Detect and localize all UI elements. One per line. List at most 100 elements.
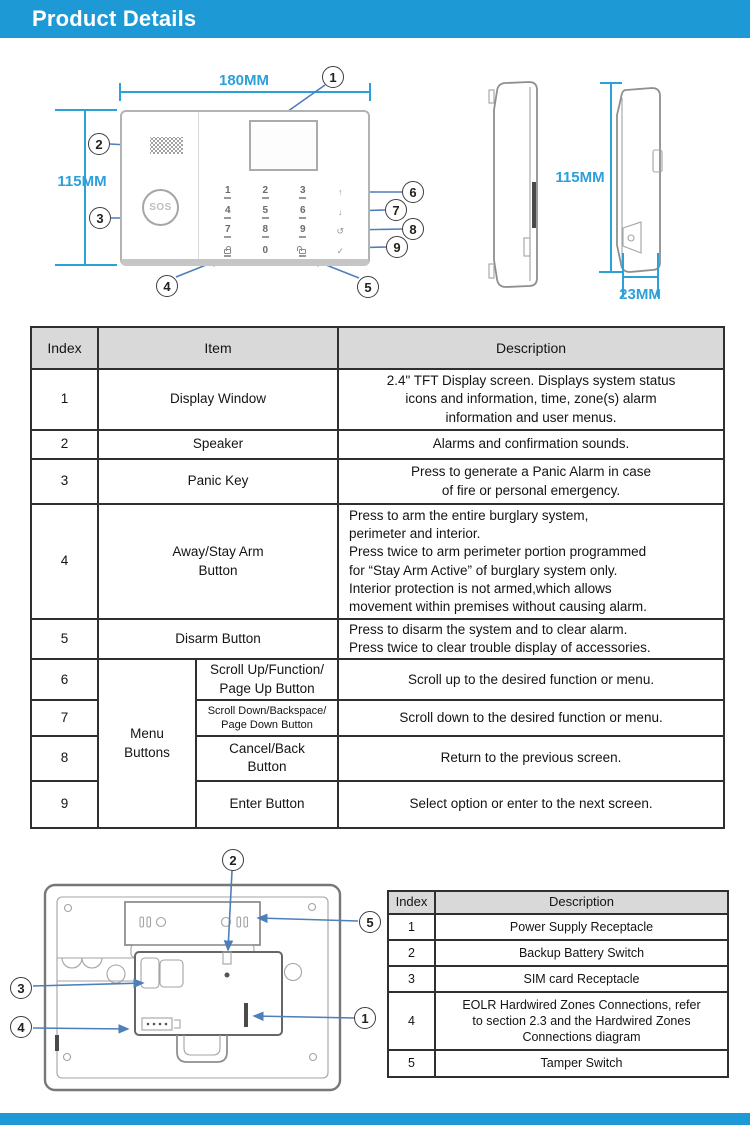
b-row1-index: 1 bbox=[387, 913, 436, 941]
page-title: Product Details bbox=[32, 6, 197, 31]
row4-index: 4 bbox=[30, 503, 99, 620]
row6-index: 6 bbox=[30, 658, 99, 701]
panel-divider bbox=[198, 112, 199, 259]
callout-4: 4 bbox=[156, 275, 178, 297]
height-dimension-line bbox=[55, 109, 117, 266]
col-index: Index bbox=[387, 890, 436, 915]
b-row3-index: 3 bbox=[387, 965, 436, 993]
table-header-row: Index Item Description bbox=[30, 326, 726, 370]
row5-index: 5 bbox=[30, 617, 99, 661]
col-description: Description bbox=[434, 890, 729, 915]
speaker-grill bbox=[150, 137, 183, 154]
table-row: 2 Speaker Alarms and confirmation sounds… bbox=[30, 429, 726, 460]
sos-label: SOS bbox=[149, 202, 172, 213]
side-height-dim-label: 115MM bbox=[555, 169, 605, 186]
depth-dimension-line bbox=[622, 253, 659, 297]
row8-desc: Return to the previous screen. bbox=[337, 734, 726, 782]
table-row: 3 SIM card Receptacle bbox=[387, 965, 729, 993]
table-row: 3 Panic Key Press to generate a Panic Al… bbox=[30, 458, 726, 505]
menu-buttons-group-cell: Menu Buttons bbox=[97, 658, 197, 829]
table-row: 4 Away/Stay Arm Button Press to arm the … bbox=[30, 503, 726, 620]
side-height-dimension-line bbox=[599, 82, 623, 273]
table-row: 2 Backup Battery Switch bbox=[387, 939, 729, 967]
b-row5-desc: Tamper Switch bbox=[434, 1049, 729, 1078]
b-row4-index: 4 bbox=[387, 991, 436, 1051]
depth-dim-label: 23MM bbox=[619, 286, 661, 303]
back-callout-2: 2 bbox=[222, 849, 244, 871]
table-header-row: Index Description bbox=[387, 890, 729, 915]
row1-desc: 2.4" TFT Display screen. Displays system… bbox=[337, 368, 726, 431]
row8-index: 8 bbox=[30, 734, 99, 782]
key-1: 1 bbox=[209, 183, 247, 203]
back-view-section: 2 5 3 4 1 Index Description 1 Power Supp… bbox=[0, 849, 750, 1125]
key-9: 9 bbox=[284, 222, 322, 242]
front-and-side-view-diagram: 180MM 115MM 115MM 23MM SOS 1 2 3 ↑ 4 5 6… bbox=[0, 50, 750, 322]
row5-item: Disarm Button bbox=[96, 617, 340, 661]
row9-item: Enter Button bbox=[194, 779, 340, 829]
components-table: Index Item Description 1 Display Window … bbox=[30, 326, 726, 829]
col-item: Item bbox=[96, 326, 340, 370]
b-row2-index: 2 bbox=[387, 939, 436, 967]
table-row: 6 Menu Buttons Scroll Up/Function/ Page … bbox=[30, 658, 726, 829]
keypad: 1 2 3 ↑ 4 5 6 ↓ 7 8 9 ↺ 0 ✓ bbox=[209, 183, 359, 261]
row9-desc: Select option or enter to the next scree… bbox=[337, 779, 726, 829]
row3-item: Panic Key bbox=[96, 458, 340, 505]
callout-2: 2 bbox=[88, 133, 110, 155]
table-row: 9 Enter Button Select option or enter to… bbox=[30, 779, 726, 829]
height-dim-label: 115MM bbox=[57, 173, 107, 190]
row7-item: Scroll Down/Backspace/ Page Down Button bbox=[194, 698, 340, 737]
away-arm-key bbox=[209, 242, 247, 262]
b-row3-desc: SIM card Receptacle bbox=[434, 965, 729, 993]
row1-index: 1 bbox=[30, 368, 99, 431]
row2-desc: Alarms and confirmation sounds. bbox=[337, 429, 726, 460]
alarm-panel-front-view: SOS 1 2 3 ↑ 4 5 6 ↓ 7 8 9 ↺ 0 ✓ bbox=[120, 110, 370, 266]
key-5: 5 bbox=[247, 203, 285, 223]
wire-channel bbox=[57, 957, 135, 984]
row6-desc: Scroll up to the desired function or men… bbox=[337, 658, 726, 701]
row9-index: 9 bbox=[30, 779, 99, 829]
table-row: 1 Power Supply Receptacle bbox=[387, 913, 729, 941]
row3-desc: Press to generate a Panic Alarm in case … bbox=[337, 458, 726, 505]
back-components-table: Index Description 1 Power Supply Recepta… bbox=[387, 890, 729, 1078]
side-view-left bbox=[488, 81, 538, 288]
scroll-down-icon: ↓ bbox=[338, 206, 343, 217]
enter-check-icon: ✓ bbox=[336, 245, 345, 256]
table-row: 1 Display Window 2.4" TFT Display screen… bbox=[30, 368, 726, 431]
row7-desc: Scroll down to the desired function or m… bbox=[337, 698, 726, 737]
back-callout-arrows bbox=[32, 870, 359, 1034]
key-6: 6 bbox=[284, 203, 322, 223]
next-section-bar bbox=[0, 1113, 750, 1125]
key-3: 3 bbox=[284, 183, 322, 203]
callout-1: 1 bbox=[322, 66, 344, 88]
main-module bbox=[134, 951, 303, 1063]
key-0: 0 bbox=[262, 245, 269, 257]
key-2: 2 bbox=[247, 183, 285, 203]
section-header: Product Details bbox=[0, 0, 750, 38]
table-row: 7 Scroll Down/Backspace/ Page Down Butto… bbox=[30, 698, 726, 737]
scroll-up-icon: ↑ bbox=[338, 187, 343, 198]
back-callout-3: 3 bbox=[10, 977, 32, 999]
callout-9: 9 bbox=[386, 236, 408, 258]
row3-index: 3 bbox=[30, 458, 99, 505]
b-row5-index: 5 bbox=[387, 1049, 436, 1078]
width-dimension-line bbox=[119, 83, 371, 101]
back-callout-1: 1 bbox=[354, 1007, 376, 1029]
back-view-diagram bbox=[32, 870, 359, 1092]
row1-item: Display Window bbox=[96, 368, 340, 431]
table-row: 4 EOLR Hardwired Zones Connections, refe… bbox=[387, 991, 729, 1051]
callout-7: 7 bbox=[385, 199, 407, 221]
row7-index: 7 bbox=[30, 698, 99, 737]
b-row4-desc: EOLR Hardwired Zones Connections, refer … bbox=[434, 991, 729, 1051]
table-row: 5 Tamper Switch bbox=[387, 1049, 729, 1078]
col-index: Index bbox=[30, 326, 99, 370]
row2-index: 2 bbox=[30, 429, 99, 460]
side-view-right bbox=[616, 87, 663, 273]
key-7: 7 bbox=[209, 222, 247, 242]
cancel-back-icon: ↺ bbox=[336, 226, 345, 237]
display-window bbox=[249, 120, 318, 171]
callout-8: 8 bbox=[402, 218, 424, 240]
width-dim-label: 180MM bbox=[218, 72, 270, 89]
sos-panic-button: SOS bbox=[142, 189, 179, 226]
b-row2-desc: Backup Battery Switch bbox=[434, 939, 729, 967]
